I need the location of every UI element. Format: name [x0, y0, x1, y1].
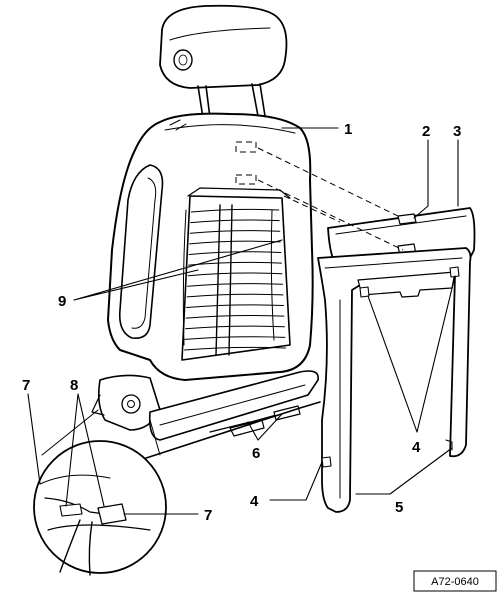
callout-5: 5: [395, 499, 403, 516]
lumbar-slat: [189, 230, 281, 234]
frame-clip-left: [359, 286, 370, 298]
callout-2: 2: [422, 123, 430, 140]
callout-1: 1: [344, 121, 352, 138]
lumbar-slat: [187, 272, 283, 277]
callout-7-lower: 7: [204, 507, 212, 524]
detail-magnifier: [33, 409, 167, 576]
lumbar-slat: [185, 325, 285, 330]
headrest-button: [173, 49, 193, 71]
callouts: 1 2 3 9 4 4 5 6 7 8 7: [22, 121, 461, 524]
callout-7-upper: 7: [22, 377, 30, 394]
lumbar-slat: [187, 283, 283, 287]
clip-slot-upper: [397, 213, 417, 225]
rear-panel-frame: [317, 247, 472, 513]
callout-3: 3: [453, 123, 461, 140]
headrest: [159, 4, 288, 89]
lumbar-slat: [183, 346, 287, 351]
callout-4-right: 4: [412, 439, 421, 456]
frame-clip-bottom: [321, 456, 332, 468]
callout-8: 8: [70, 377, 78, 394]
reference-code-box: A72-0640: [413, 570, 497, 592]
lower-cover-strip: [148, 370, 319, 441]
lumbar-slat: [190, 219, 280, 224]
label-rect-lower: [235, 174, 257, 185]
assembly-guide-lines: [257, 147, 404, 251]
callout-6: 6: [252, 445, 260, 462]
lumbar-slat: [186, 304, 284, 309]
lumbar-slat: [186, 293, 284, 298]
recliner-hinge: [91, 374, 161, 431]
label-rect-upper: [235, 141, 257, 153]
callout-9: 9: [58, 293, 66, 310]
lumbar-slat: [184, 336, 286, 340]
leader-lines: [27, 127, 459, 515]
callout-4-left: 4: [250, 493, 259, 510]
headrest-guide-rods: [197, 83, 266, 119]
lumbar-slat: [185, 314, 285, 319]
frame-clip-right: [449, 266, 460, 278]
seat-cushion-edge: [139, 401, 321, 461]
lumbar-support-mat: [181, 187, 291, 361]
lumbar-slat: [190, 208, 280, 213]
reference-code: A72-0640: [431, 576, 479, 588]
